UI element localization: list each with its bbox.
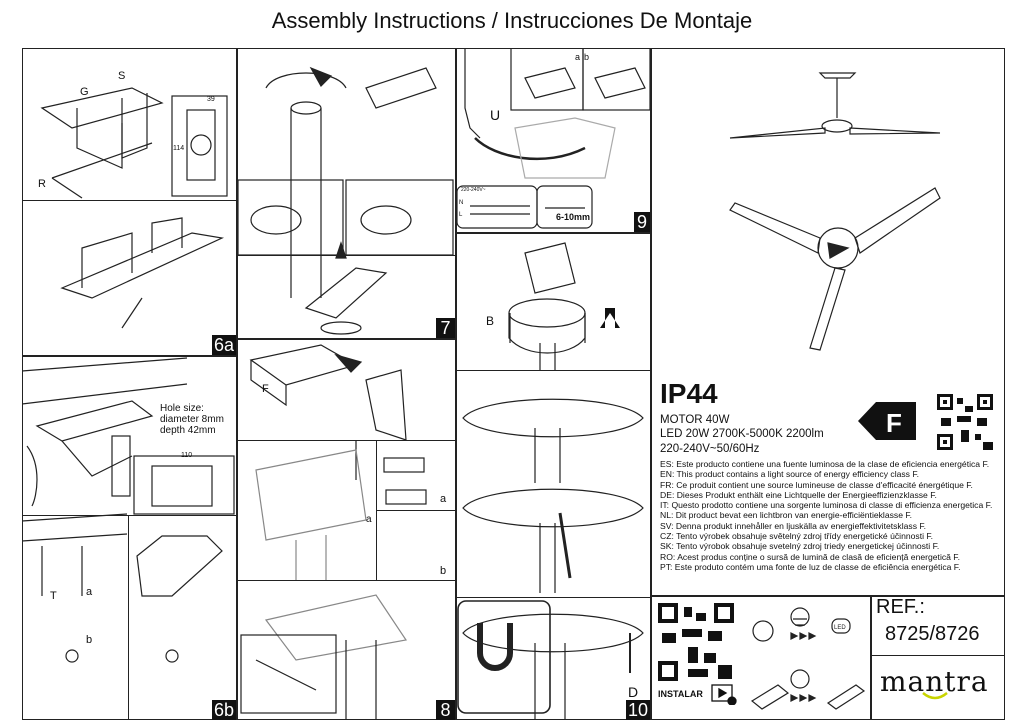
divider [455, 370, 650, 371]
reference-label: REF.: [876, 596, 925, 618]
hole-size-label: Hole size: [160, 403, 204, 414]
divider [236, 440, 455, 441]
led-spec: LED 20W 2700K-5000K 2200lm [660, 428, 824, 440]
divider [455, 232, 650, 234]
led-icon-text: LED [834, 625, 846, 631]
divider [22, 355, 236, 357]
hole-size-note: Hole size: diameter 8mm depth 42mm [160, 403, 224, 436]
label-u: U [490, 107, 501, 123]
label-r: R [38, 178, 46, 190]
energy-class-letter: F [886, 408, 902, 438]
divider [236, 48, 238, 720]
step-6a-badge: 6a [212, 335, 236, 355]
label-n: N [459, 200, 464, 206]
qr-code-install-video[interactable] [658, 603, 734, 681]
ceiling-fan-illustration [729, 72, 941, 351]
energy-efficiency-statements: ES: Este producto contiene una fuente lu… [660, 459, 1005, 572]
step-7-badge: 7 [436, 318, 455, 338]
divider [650, 48, 652, 720]
efficiency-fr: FR: Ce produit contient une source lumin… [660, 479, 973, 490]
divider [650, 595, 1005, 597]
document-title: Assembly Instructions / Instrucciones De… [271, 8, 753, 33]
label-b-canopy: B [486, 314, 495, 328]
label-s: S [118, 70, 126, 82]
illustration-wiring-8 [240, 344, 427, 720]
efficiency-cz: CZ: Tento výrobek obsahuje světelný zdro… [660, 531, 934, 542]
ip-rating: IP44 [660, 378, 718, 409]
power-spec: 220-240V~50/60Hz [660, 443, 760, 455]
illustration-canopy-10 [457, 242, 644, 720]
label-t: T [50, 590, 57, 602]
divider [128, 515, 129, 720]
divider [870, 655, 1005, 656]
label-a-9: a [575, 52, 581, 62]
label-f: F [262, 383, 269, 395]
label-b: b [86, 634, 93, 646]
efficiency-sv: SV: Denna produkt innehåller en ljuskäll… [660, 520, 927, 531]
label-a-8: a [440, 493, 447, 505]
step-6b-badge: 6b [212, 700, 236, 720]
voltage-label: 220-240V~ [461, 187, 486, 193]
divider [22, 515, 236, 516]
divider [455, 48, 457, 720]
reference-number: 8725/8726 [885, 623, 980, 645]
label-b-9: b [584, 52, 590, 62]
label-l: L [459, 212, 463, 218]
hole-diameter: diameter 8mm [160, 414, 224, 425]
divider [22, 200, 236, 201]
divider [870, 595, 872, 720]
efficiency-de: DE: Dieses Produkt enthält eine Lichtque… [660, 489, 937, 500]
mantra-logo-smile [922, 692, 948, 700]
label-a-8-inline: a [366, 514, 372, 525]
efficiency-sk: SK: Tento výrobok obsahuje svetelný zdro… [660, 541, 940, 552]
mantra-logo: mantra [880, 665, 989, 698]
divider [236, 580, 455, 581]
hole-depth: depth 42mm [160, 425, 216, 436]
step-8-badge: 8 [436, 700, 455, 720]
divider [236, 338, 455, 340]
dim-39: 39 [207, 96, 215, 103]
efficiency-pt: PT: Este produto contém uma fonte de luz… [660, 561, 961, 572]
efficiency-ro: RO: Acest produs conține o sursă de lumi… [660, 551, 960, 562]
illustration-mounting-7 [237, 66, 454, 335]
illustration-drilling-6b [22, 357, 235, 663]
dim-114: 114 [173, 145, 185, 152]
label-d: D [628, 684, 639, 700]
divider [376, 510, 455, 511]
strip-length: 6-10mm [556, 212, 591, 222]
dim-110: 110 [181, 452, 193, 459]
step-9-badge: 9 [634, 212, 650, 232]
efficiency-it: IT: Questo prodotto contiene una sorgent… [660, 500, 993, 511]
label-g: G [80, 86, 89, 98]
energy-class-arrow: F [858, 402, 916, 440]
step-10-badge: 10 [626, 700, 650, 720]
video-play-icon[interactable] [711, 683, 737, 705]
divider [455, 597, 650, 598]
install-label: INSTALAR [658, 689, 703, 699]
illustration-bracket-6a [40, 87, 228, 329]
label-b-8: b [440, 565, 447, 577]
led-replacement-icons: LED [750, 607, 866, 710]
efficiency-nl: NL: Dit product bevat een lichtbron van … [660, 510, 913, 521]
efficiency-en: EN: This product contains a light source… [660, 469, 920, 480]
illustration-connector-9 [456, 48, 650, 229]
efficiency-es: ES: Este producto contiene una fuente lu… [660, 459, 990, 469]
qr-code-energy-label[interactable] [937, 394, 993, 450]
label-a: a [86, 586, 93, 598]
motor-spec: MOTOR 40W [660, 414, 730, 426]
